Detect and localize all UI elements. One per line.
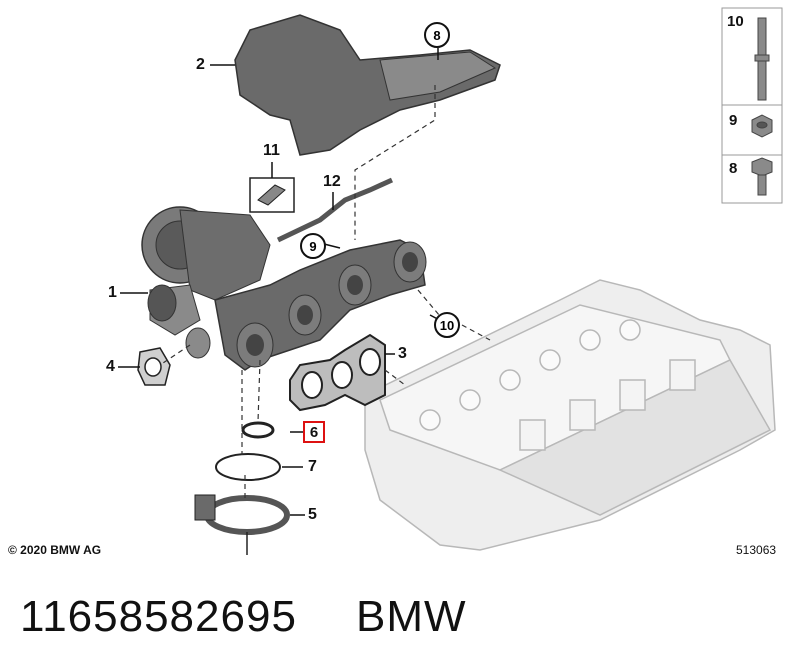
legend-number-10: 10	[727, 13, 744, 30]
exhaust-manifold-illustration	[185, 239, 427, 371]
turbo-flange-gasket-illustration	[137, 347, 171, 386]
diagram-number: 513063	[736, 543, 777, 557]
cylinder-head-illustration	[364, 279, 776, 551]
manifold-gasket-illustration	[289, 333, 386, 412]
legend-number-9: 9	[729, 112, 738, 129]
bracket-illustration	[249, 177, 295, 213]
leader-lines	[118, 48, 446, 516]
v-band-clamp-illustration	[194, 494, 290, 555]
callout-1: 1	[108, 284, 117, 301]
exploded-parts-diagram	[118, 7, 783, 555]
callout-12: 12	[323, 173, 341, 190]
support-strap-illustration	[276, 177, 394, 243]
callout-10: 10	[434, 312, 460, 338]
turbocharger-illustration	[141, 206, 271, 336]
callout-2: 2	[196, 56, 205, 73]
callout-6-highlighted: 6	[303, 421, 325, 443]
dashed-guide-lines	[159, 85, 491, 498]
bolt-illustration	[751, 157, 773, 196]
stud-illustration	[754, 17, 770, 101]
callout-4: 4	[106, 358, 115, 375]
callout-8: 8	[424, 22, 450, 48]
copyright-notice: © 2020 BMW AG	[8, 543, 102, 557]
seal-ring-illustration	[241, 421, 275, 439]
legend-number-8: 8	[729, 160, 738, 177]
callout-3: 3	[398, 345, 407, 362]
sealing-ring-illustration	[215, 453, 281, 481]
brand-name: BMW	[356, 592, 467, 641]
part-number: 11658582695	[20, 592, 297, 641]
nut-illustration	[751, 114, 773, 138]
callout-9: 9	[300, 233, 326, 259]
callout-11: 11	[263, 142, 280, 159]
callout-5: 5	[308, 506, 317, 523]
heat-shield-illustration	[234, 14, 501, 156]
callout-7: 7	[308, 458, 317, 475]
